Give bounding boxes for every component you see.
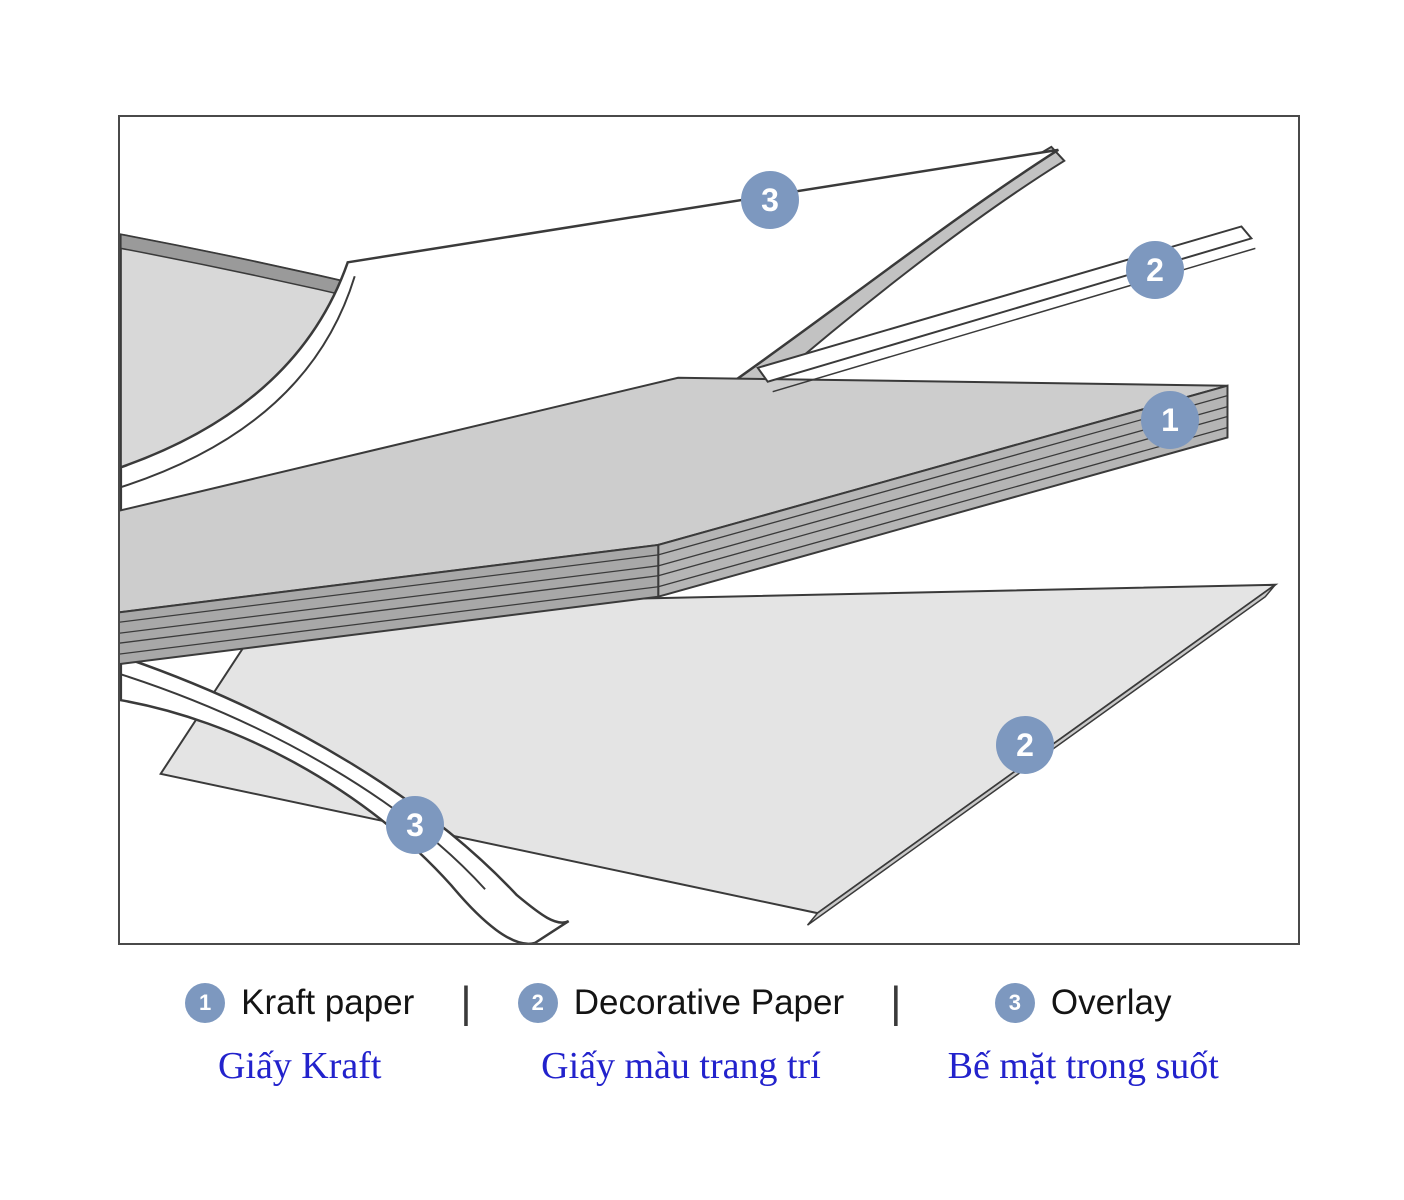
legend: 1 Kraft paper Giấy Kraft | 2 Decorative … [0, 976, 1404, 1088]
decorative-paper-top-badge: 2 [1126, 241, 1184, 299]
lamination-lines [120, 395, 1228, 655]
overlay-top-badge: 3 [741, 171, 799, 229]
legend-badge-1: 1 [185, 983, 226, 1023]
legend-label-en: Decorative Paper [573, 983, 845, 1022]
legend-label-vi: Bế mặt trong suốt [947, 1045, 1219, 1087]
legend-item-decorative-paper: 2 Decorative Paper Giấy màu trang trí [517, 976, 845, 1088]
legend-item-kraft-paper: 1 Kraft paper Giấy Kraft [185, 976, 414, 1088]
legend-item-overlay: 3 Overlay Bế mặt trong suốt [948, 976, 1219, 1088]
legend-badge-2: 2 [517, 983, 558, 1023]
decorative-paper-bottom-badge: 2 [996, 716, 1054, 774]
legend-separator: | [890, 978, 902, 1027]
legend-row: 1 Kraft paper [185, 976, 414, 1030]
overlay-bottom-sheet [120, 654, 570, 943]
layers-illustration [120, 145, 1279, 943]
legend-label-en: Kraft paper [241, 983, 415, 1022]
overlay-bottom-badge: 3 [386, 796, 444, 854]
kraft-paper-stack [120, 376, 1229, 665]
legend-label-vi: Giấy Kraft [217, 1045, 382, 1087]
diagram-frame [118, 115, 1300, 945]
legend-separator: | [460, 978, 472, 1027]
legend-label-en: Overlay [1050, 983, 1172, 1022]
legend-row: 2 Decorative Paper [517, 976, 845, 1030]
legend-badge-3: 3 [994, 983, 1035, 1023]
legend-row: 3 Overlay [994, 976, 1172, 1030]
kraft-paper-badge: 1 [1141, 391, 1199, 449]
legend-label-vi: Giấy màu trang trí [541, 1045, 821, 1087]
